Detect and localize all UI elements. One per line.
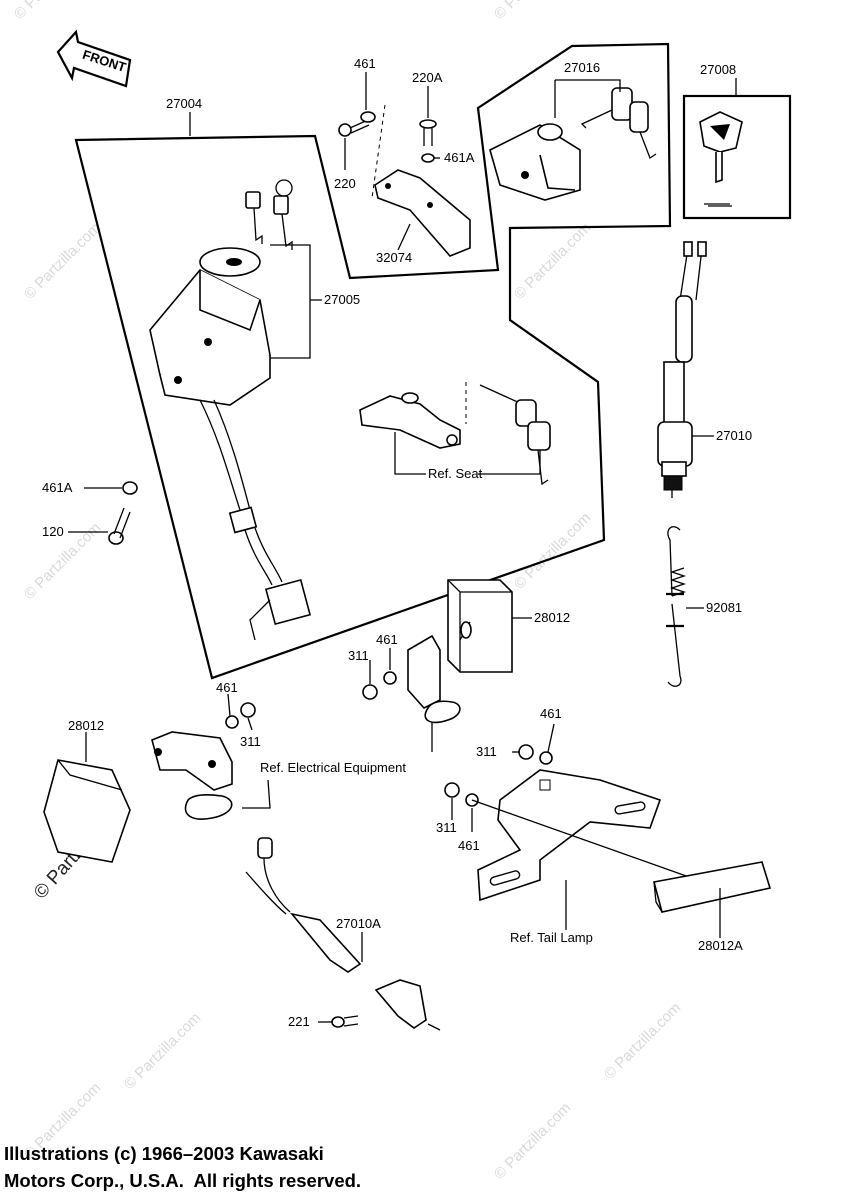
watermark-6: © Partzilla.com (511, 509, 594, 592)
watermark-4: © Partzilla.com (511, 219, 594, 302)
label-461A-top: 461A (444, 150, 475, 165)
watermark-2: © Partzilla.com (491, 0, 574, 23)
label-92081: 92081 (706, 600, 742, 615)
label-120: 120 (42, 524, 64, 539)
label-461A-left: 461A (42, 480, 73, 495)
label-461-left: 461 (216, 680, 238, 695)
label-311-tail-bottom: 311 (436, 820, 457, 835)
label-311-left: 311 (240, 734, 261, 749)
washer-461A-top-icon (421, 153, 435, 163)
label-27016: 27016 (564, 60, 600, 75)
label-221: 221 (288, 1014, 310, 1029)
nut-311-mid-icon (362, 684, 378, 700)
label-461-top: 461 (354, 56, 376, 71)
part-labels: 27004 461 220A 27016 27008 220 461A 3207… (42, 56, 752, 1029)
label-28012A: 28012A (698, 938, 743, 953)
label-28012-left: 28012 (68, 718, 104, 733)
key-27008-icon (699, 111, 743, 207)
switch-27010A-icon (245, 837, 441, 1031)
spring-92081-icon (666, 526, 687, 687)
screw-220-icon (338, 119, 370, 137)
key-icon-seat (465, 382, 551, 486)
front-arrow-icon: FRONT (56, 29, 132, 88)
label-311-tail-top: 311 (476, 744, 497, 759)
watermark-9: © Partzilla.com (121, 1009, 204, 1092)
nut-311-left-icon (240, 702, 256, 718)
reflector-28012A-icon (653, 861, 772, 913)
label-461-mid: 461 (376, 632, 398, 647)
label-220A: 220A (412, 70, 443, 85)
copyright-line-2: Motors Corp., U.S.A. All rights reserved… (4, 1170, 362, 1191)
reflector-28012-left-icon (43, 759, 131, 863)
watermark-3: © Partzilla.com (21, 219, 104, 302)
group-outline-27008 (682, 94, 792, 220)
label-28012-right: 28012 (534, 610, 570, 625)
bracket-mid-icon (407, 621, 472, 724)
copyright-notice: Illustrations (c) 1966–2003 Kawasaki Mot… (4, 1140, 361, 1194)
label-ref-tail-lamp: Ref. Tail Lamp (510, 930, 593, 945)
label-32074: 32074 (376, 250, 412, 265)
screw-220A-icon (419, 119, 437, 146)
nut-311-tail-top-icon (518, 744, 534, 760)
watermark-1: © Partzilla.com (11, 0, 94, 23)
switch-27010-icon (657, 241, 707, 498)
leader-lines (68, 72, 737, 1023)
label-27008: 27008 (700, 62, 736, 77)
lock-27016-icon (489, 123, 581, 201)
ignition-switch-icon (149, 247, 312, 641)
group-outline-27004 (74, 42, 672, 680)
label-ref-electrical: Ref. Electrical Equipment (260, 760, 406, 775)
label-ref-seat: Ref. Seat (428, 466, 483, 481)
key-icon-27016 (580, 87, 657, 159)
watermark-8: © Partzilla.com (491, 1099, 574, 1182)
washer-461-tail-top-icon (539, 751, 553, 765)
seat-lock-icon (359, 392, 461, 449)
screw-221-icon (331, 1015, 359, 1028)
label-461-tail-bottom: 461 (458, 838, 480, 853)
washer-461-mid-icon (383, 671, 397, 685)
label-461-tail-top: 461 (540, 706, 562, 721)
bracket-32074-icon (374, 169, 471, 257)
washer-461-top-icon (360, 111, 376, 123)
washer-461A-left-icon (122, 481, 138, 495)
watermark-10: © Partzilla.com (601, 999, 684, 1082)
nut-311-tail-bottom-icon (444, 782, 460, 798)
label-311-mid: 311 (348, 648, 369, 663)
bolt-120-icon (108, 507, 131, 545)
washer-461-left-icon (225, 715, 239, 729)
copyright-line-1: Illustrations (c) 1966–2003 Kawasaki (4, 1143, 324, 1164)
reflector-28012-right-icon (447, 579, 513, 673)
label-27005: 27005 (324, 292, 360, 307)
label-27010: 27010 (716, 428, 752, 443)
label-27010A: 27010A (336, 916, 381, 931)
label-220: 220 (334, 176, 356, 191)
bracket-left-icon (151, 731, 233, 820)
label-27004: 27004 (166, 96, 202, 111)
key-icon-27005 (245, 179, 293, 250)
